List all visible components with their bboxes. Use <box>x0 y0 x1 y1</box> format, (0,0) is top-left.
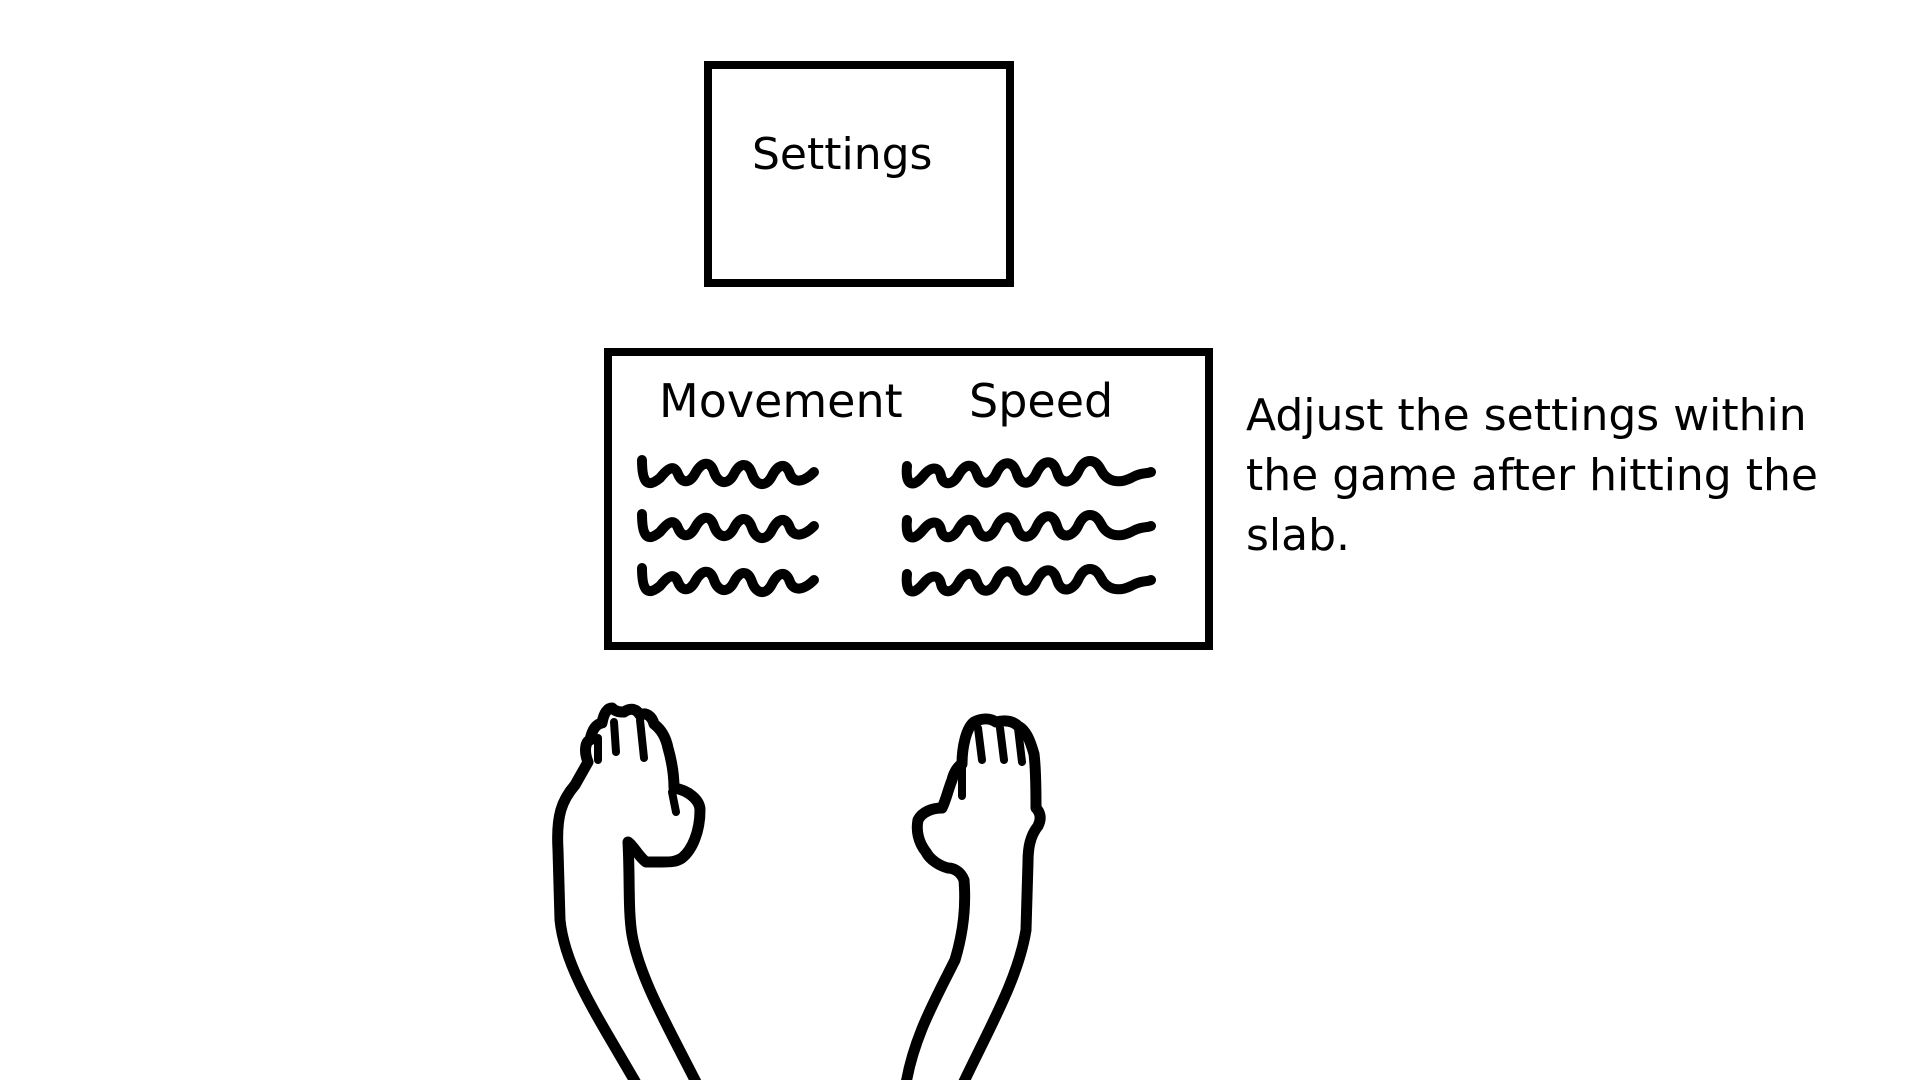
movement-column-label: Movement <box>659 374 903 428</box>
movement-option-3[interactable] <box>634 556 824 606</box>
settings-button[interactable]: Settings <box>704 61 1014 287</box>
settings-button-label: Settings <box>752 129 933 180</box>
movement-option-1[interactable] <box>634 448 824 498</box>
speed-column-label: Speed <box>969 374 1114 428</box>
speed-option-2[interactable] <box>897 502 1162 552</box>
speed-option-3[interactable] <box>897 556 1162 606</box>
settings-panel: Movement Speed <box>604 348 1213 650</box>
instruction-text: Adjust the settings within the game afte… <box>1246 390 1818 561</box>
left-hand-icon <box>552 702 706 1080</box>
speed-option-1[interactable] <box>897 448 1162 498</box>
right-hand-icon <box>901 713 1046 1080</box>
movement-option-2[interactable] <box>634 502 824 552</box>
